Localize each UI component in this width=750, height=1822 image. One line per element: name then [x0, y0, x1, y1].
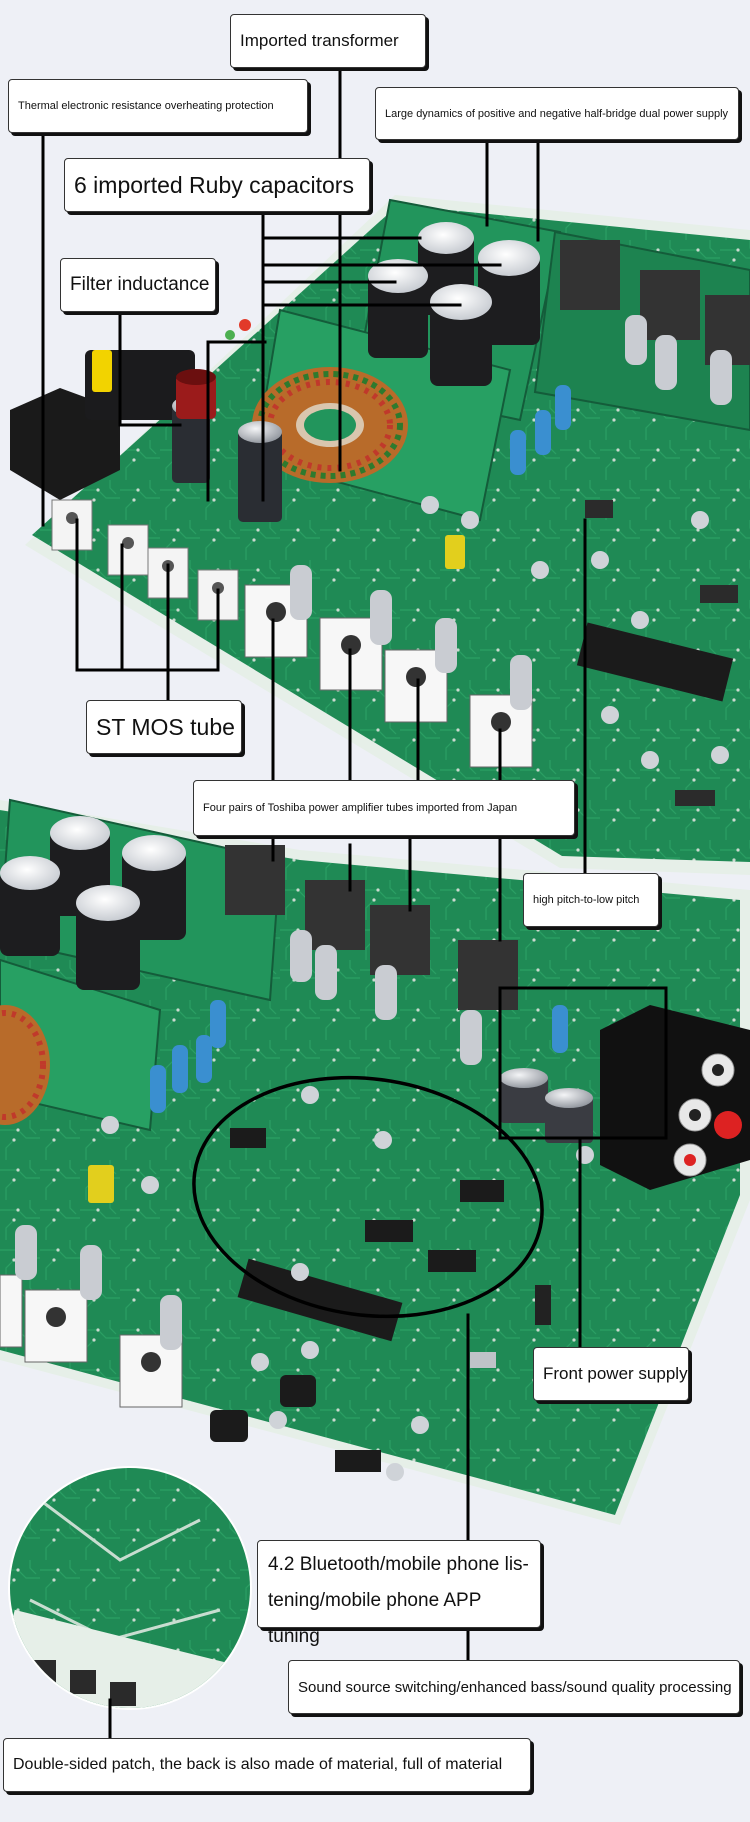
label-high-to-low-pitch: high pitch-to-low pitch: [523, 873, 659, 927]
label-dual-power-supply: Large dynamics of positive and negative …: [375, 87, 739, 140]
label-bluetooth-tuning: 4.2 Bluetooth/mobile phone lis- tening/m…: [257, 1540, 541, 1647]
ruby-capacitors-upper: [368, 222, 540, 386]
label-st-mos-tube: ST MOS tube: [86, 700, 242, 754]
label-front-power-supply: Front power supply: [533, 1347, 689, 1401]
label-bluetooth-line-1: 4.2 Bluetooth/mobile phone lis-: [268, 1554, 529, 1575]
back-side-zoom: [8, 1466, 252, 1710]
rca-input-block: [600, 1005, 750, 1190]
label-sound-source: Sound source switching/enhanced bass/sou…: [288, 1660, 740, 1714]
leader-lines: [41, 66, 668, 1740]
label-imported-transformer: Imported transformer: [230, 14, 426, 68]
label-filter-inductance: Filter inductance: [60, 258, 216, 312]
label-toshiba-tubes: Four pairs of Toshiba power amplifier tu…: [193, 780, 575, 836]
label-bluetooth-line-2: tening/mobile phone APP tuning: [268, 1590, 482, 1647]
label-thermal-protection: Thermal electronic resistance overheatin…: [8, 79, 308, 133]
ruby-capacitors-lower: [0, 816, 186, 990]
dsp-highlight-ellipse: [192, 1075, 544, 1319]
label-double-sided-patch: Double-sided patch, the back is also mad…: [3, 1738, 531, 1792]
label-ruby-capacitors: 6 imported Ruby capacitors: [64, 158, 370, 212]
